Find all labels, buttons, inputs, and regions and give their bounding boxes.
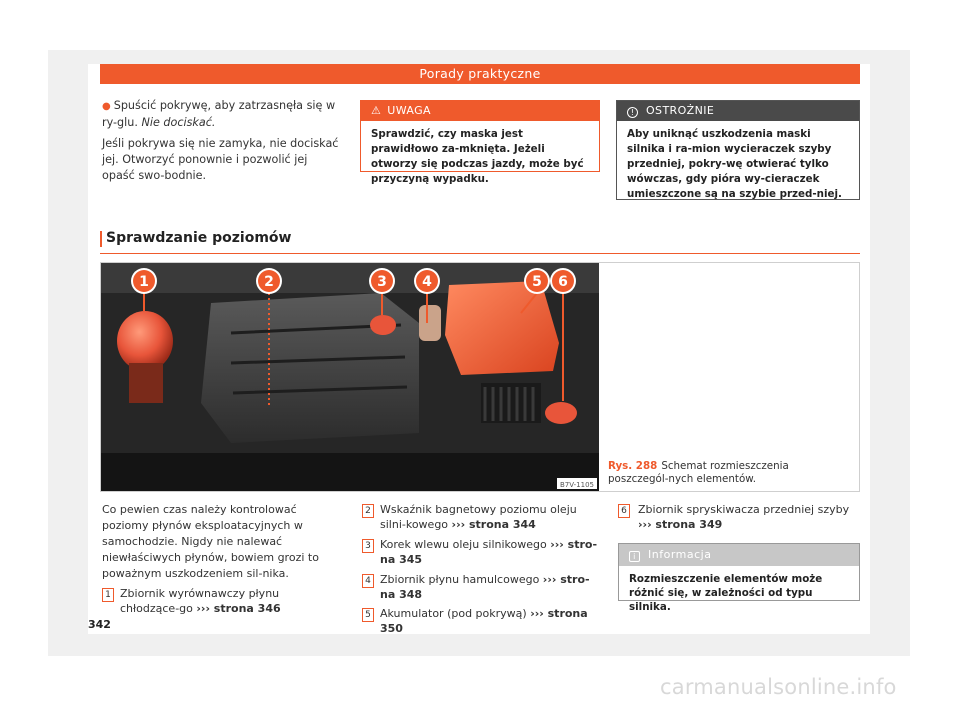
warning-box: ⚠UWAGA Sprawdzić, czy maska jest prawidł…	[360, 100, 600, 185]
page-link[interactable]: ››› strona 349	[638, 518, 723, 531]
warning-header: ⚠UWAGA	[361, 101, 599, 121]
item-number-4: 4	[362, 574, 374, 588]
watermark: carmanualsonline.info	[660, 675, 897, 699]
svg-text:5: 5	[532, 274, 542, 290]
item-number-5: 5	[362, 608, 374, 622]
item-number-2: 2	[362, 504, 374, 518]
callout-5: 5	[524, 268, 550, 294]
intro-paragraph: Jeśli pokrywa się nie zamyka, nie docisk…	[102, 137, 339, 182]
callout-4: 4	[414, 268, 440, 294]
svg-text:1: 1	[139, 274, 149, 290]
svg-text:3: 3	[377, 274, 387, 290]
engine-bay-photo: 1 2 3 4 5 6 B7V-1105	[101, 263, 599, 491]
list-item-5: Akumulator (pod pokrywą) ››› strona 350	[380, 607, 588, 635]
callout-2: 2	[256, 268, 282, 294]
callout-3: 3	[369, 268, 395, 294]
svg-text:4: 4	[422, 274, 432, 290]
item-number-3: 3	[362, 539, 374, 553]
list-item-6: Zbiornik spryskiwacza przedniej szyby ››…	[638, 503, 850, 531]
page-link[interactable]: ››› stro-na 348	[380, 573, 590, 601]
item-number-6: 6	[618, 504, 630, 518]
warning-triangle-icon: ⚠	[371, 104, 382, 117]
figure-code: B7V-1105	[560, 481, 594, 489]
page-link[interactable]: ››› strona 346	[196, 602, 281, 615]
page-link[interactable]: ››› stro-na 345	[380, 538, 598, 566]
engine-bay-illustration: 1 2 3 4 5 6 B7V-1105	[101, 263, 599, 491]
caution-box: !OSTROŻNIE Aby uniknąć uszkodzenia maski…	[616, 100, 860, 200]
caution-body: Aby uniknąć uszkodzenia maski silnika i …	[627, 128, 842, 200]
list-item-3: Korek wlewu oleju silnikowego ››› stro-n…	[380, 538, 598, 566]
warning-body: Sprawdzić, czy maska jest prawidłowo za-…	[371, 128, 584, 185]
body-paragraph: Co pewien czas należy kontrolować poziom…	[102, 503, 319, 580]
info-icon: i	[629, 551, 640, 562]
svg-text:6: 6	[558, 274, 568, 290]
svg-text:2: 2	[264, 274, 274, 290]
bullet-icon: ●	[102, 101, 111, 112]
info-body: Rozmieszczenie elementów może różnić się…	[629, 573, 823, 613]
list-item-4: Zbiornik płynu hamulcowego ››› stro-na 3…	[380, 573, 590, 601]
page-link[interactable]: ››› strona 344	[451, 518, 536, 531]
callout-6: 6	[550, 268, 576, 294]
exclamation-circle-icon: !	[627, 107, 638, 118]
item-number-1: 1	[102, 588, 114, 602]
page-header: Porady praktyczne	[100, 64, 860, 84]
bullet-paragraph: ●Spuścić pokrywę, aby zatrzasnęła się w …	[102, 99, 336, 129]
list-item-1: Zbiornik wyrównawczy płynu chłodzące-go …	[120, 587, 281, 615]
page-link[interactable]: ››› strona 350	[380, 607, 588, 635]
section-title: Sprawdzanie poziomów	[100, 230, 860, 254]
caution-header: !OSTROŻNIE	[617, 101, 859, 121]
section-marker	[100, 231, 102, 247]
list-item-2: Wskaźnik bagnetowy poziomu oleju silni-k…	[380, 503, 577, 531]
callout-1: 1	[131, 268, 157, 294]
page-number: 342	[88, 618, 111, 631]
